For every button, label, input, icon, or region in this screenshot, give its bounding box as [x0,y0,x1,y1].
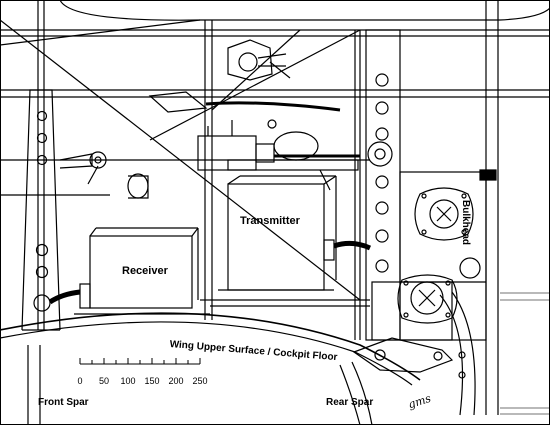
scale-bar [79,358,201,365]
wing-upper-surface [0,312,421,386]
scale-tick-labels: 0 50 100 150 200 250 [77,376,207,389]
scale-tick-label: 100 [120,376,136,386]
transmitter-label: Transmitter [240,215,300,227]
scale-tick-label: 50 [98,376,110,386]
scale-tick-label: 0 [77,376,83,386]
fuselage-top-curve [59,0,550,21]
rear-spar-web [365,29,401,341]
front-spar-label: Front Spar [38,397,89,408]
scale-tick-label: 250 [192,376,208,386]
upper-gauge-icon [414,187,474,241]
power-unit [197,119,360,191]
control-arm [352,291,476,416]
horizontal-longerons [0,29,550,307]
receiver-label: Receiver [122,265,168,277]
crank-handle-icon [59,151,107,185]
scale-tick-label: 150 [144,376,160,386]
scale-tick-label: 200 [168,376,184,386]
transmitter-unit [218,175,372,291]
front-spar-web [21,89,61,331]
bulkhead-panel [371,169,497,341]
diagonal-braces [0,19,361,301]
antenna-bracket [148,91,341,113]
lower-spar-stubs [27,345,373,425]
rear-spar-label: Rear Spar [326,397,374,408]
drum-icon [127,173,149,199]
bulkhead-label: Bulkhead [460,200,471,246]
top-pulley-icon [227,39,291,81]
hatched-rail [500,292,550,415]
